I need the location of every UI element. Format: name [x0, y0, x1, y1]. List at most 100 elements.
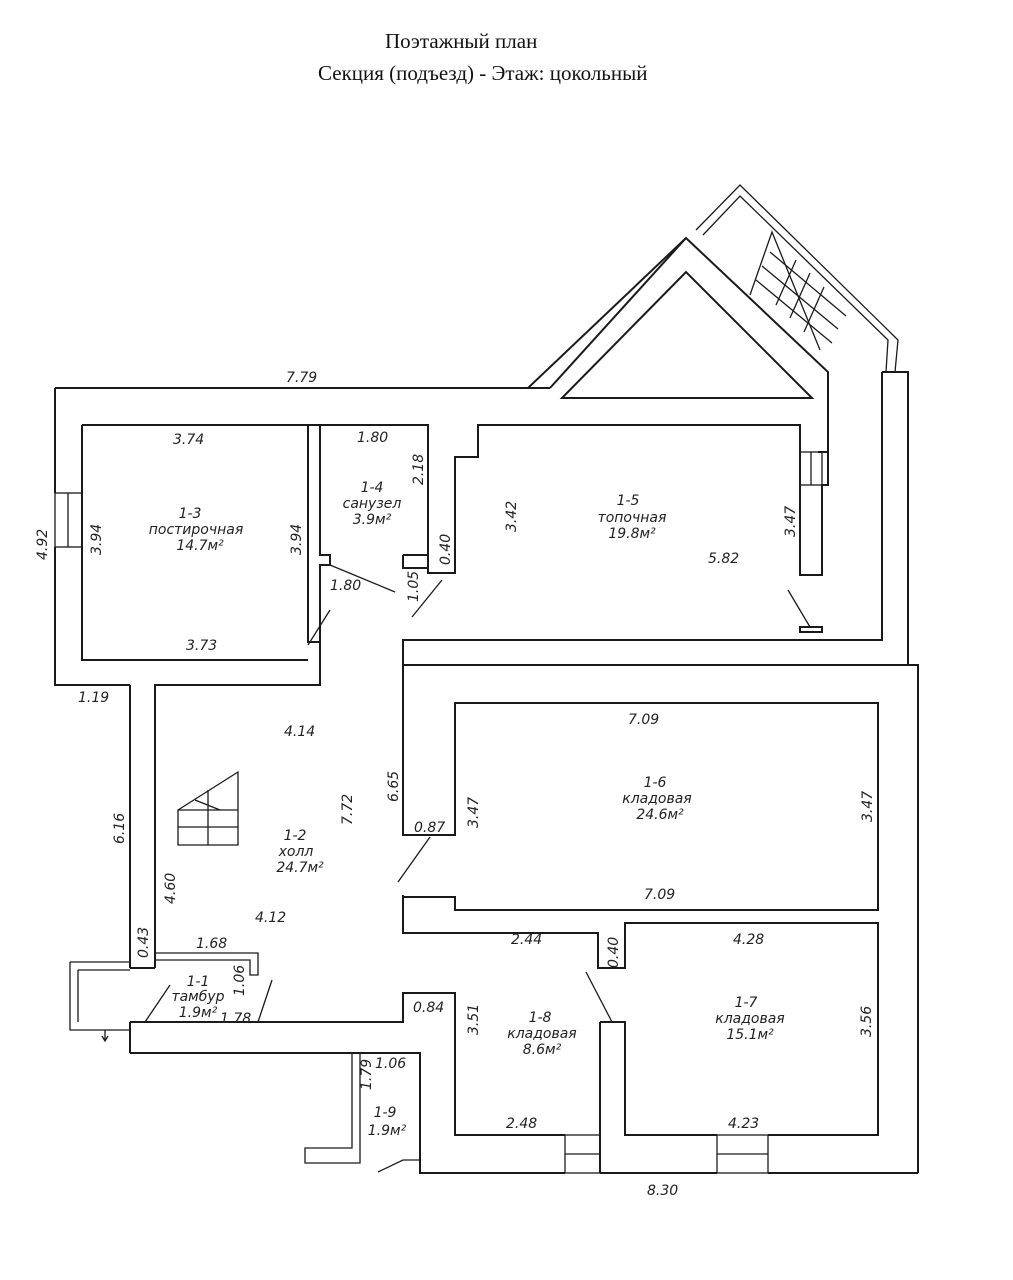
hall-stair-icon	[177, 770, 239, 846]
dim-4-60: 4.60	[163, 873, 179, 904]
dim-1-80-b: 1.80	[330, 578, 361, 594]
outer-wall-north-west	[54, 236, 829, 686]
svg-text:24.7м²: 24.7м²	[276, 860, 324, 876]
dim-3-42: 3.42	[504, 501, 520, 532]
window-1-5	[799, 451, 829, 576]
dim-4-14: 4.14	[284, 724, 315, 740]
svg-text:3.9м²: 3.9м²	[353, 512, 392, 528]
wall-1-4-door	[402, 555, 428, 569]
walls-1-8	[130, 992, 565, 1136]
svg-text:1-8: 1-8	[529, 1010, 552, 1026]
outer-wall-east	[882, 371, 919, 1173]
dim-1-06-a: 1.06	[232, 965, 248, 996]
dim-7-72: 7.72	[340, 794, 356, 825]
dim-1-68: 1.68	[196, 936, 227, 952]
partition-1-3-1-4	[307, 424, 331, 643]
room-1-7-label: 1-7 кладовая 15.1м²	[715, 995, 784, 1043]
dim-1-79: 1.79	[359, 1059, 375, 1090]
dim-3-94-a: 3.94	[89, 524, 105, 555]
room-1-6-label: 1-6 кладовая 24.6м²	[622, 775, 691, 823]
dim-5-82: 5.82	[708, 551, 739, 567]
wall-south-inner	[130, 1052, 565, 1174]
roof-edge	[549, 237, 687, 389]
dim-3-56: 3.56	[859, 1006, 875, 1037]
svg-text:холл: холл	[278, 844, 314, 860]
wall-1-5-south	[402, 372, 908, 666]
svg-text:постирочная: постирочная	[149, 522, 244, 538]
tambour-1-1	[69, 952, 273, 1043]
dim-4-92: 4.92	[35, 529, 51, 560]
dim-7-09-b: 7.09	[644, 887, 675, 903]
dim-3-47-c: 3.47	[860, 791, 876, 822]
svg-text:1.9м²: 1.9м²	[179, 1005, 218, 1021]
svg-text:15.1м²: 15.1м²	[726, 1027, 774, 1043]
dim-2-18: 2.18	[411, 454, 427, 485]
triangle-shaft	[559, 270, 815, 399]
svg-text:кладовая: кладовая	[715, 1011, 784, 1027]
dim-7-79: 7.79	[286, 370, 317, 386]
svg-text:тамбур: тамбур	[171, 989, 224, 1005]
svg-text:8.6м²: 8.6м²	[523, 1042, 562, 1058]
dim-1-05: 1.05	[406, 571, 422, 602]
svg-text:1-5: 1-5	[617, 493, 640, 509]
plan-title: Поэтажный план	[385, 29, 537, 53]
room-1-1-label: 1-1 тамбур 1.9м²	[171, 974, 224, 1021]
room-1-5-label: 1-5 топочная 19.8м²	[598, 493, 667, 542]
dim-7-09-a: 7.09	[628, 712, 659, 728]
svg-text:1-4: 1-4	[361, 480, 384, 496]
dim-6-16: 6.16	[112, 813, 128, 844]
dim-0-84: 0.84	[413, 1000, 444, 1016]
wall-1-4-step	[403, 554, 429, 573]
svg-text:1-7: 1-7	[735, 995, 758, 1011]
svg-text:1.9м²: 1.9м²	[368, 1123, 407, 1139]
dim-3-94-b: 3.94	[289, 524, 305, 555]
svg-text:19.8м²: 19.8м²	[608, 526, 656, 542]
window-1-7	[716, 1134, 769, 1174]
dim-6-65: 6.65	[386, 771, 402, 802]
dim-4-12: 4.12	[255, 910, 286, 926]
dim-8-30: 8.30	[647, 1183, 678, 1199]
dim-4-28: 4.28	[733, 932, 764, 948]
plan-subtitle: Секция (подъезд) - Этаж: цокольный	[318, 61, 647, 85]
dim-3-51: 3.51	[466, 1004, 482, 1035]
dim-2-44: 2.44	[511, 932, 542, 948]
dim-3-47-b: 3.47	[466, 797, 482, 828]
wall-1-7-west	[600, 1021, 717, 1136]
room-1-4-label: 1-4 санузел 3.9м²	[343, 480, 402, 528]
window-1-8	[564, 1134, 601, 1174]
stair-1-9	[304, 1053, 420, 1173]
dimension-labels: 7.79 4.92 3.74 3.94 3.94 1.80 2.18 1.80 …	[35, 370, 876, 1199]
room-1-2-label: 1-2 холл 24.7м²	[276, 828, 324, 876]
svg-text:1-6: 1-6	[644, 775, 667, 791]
walls-1-6	[402, 665, 879, 1136]
dim-4-23: 4.23	[728, 1116, 759, 1132]
svg-text:кладовая: кладовая	[507, 1026, 576, 1042]
dim-1-19: 1.19	[78, 690, 109, 706]
dim-0-43: 0.43	[136, 927, 152, 958]
svg-text:санузел: санузел	[343, 496, 402, 512]
dim-1-80-a: 1.80	[357, 430, 388, 446]
svg-text:топочная: топочная	[598, 510, 667, 526]
svg-text:14.7м²: 14.7м²	[176, 538, 224, 554]
svg-text:кладовая: кладовая	[622, 791, 691, 807]
dim-3-74: 3.74	[173, 432, 204, 448]
svg-text:1-2: 1-2	[284, 828, 307, 844]
external-stair	[695, 184, 899, 373]
svg-text:1-3: 1-3	[179, 506, 202, 522]
svg-text:24.6м²: 24.6м²	[636, 807, 684, 823]
dim-3-73: 3.73	[186, 638, 217, 654]
room-1-3-label: 1-3 постирочная 14.7м²	[149, 506, 244, 554]
dim-1-06-b: 1.06	[375, 1056, 406, 1072]
wall-hall-west	[154, 641, 321, 968]
window-left	[54, 492, 83, 548]
dim-3-47-a: 3.47	[783, 506, 799, 537]
dim-0-40-b: 0.40	[606, 937, 622, 968]
wall-1-4-1-5	[305, 424, 801, 574]
door-lines	[307, 564, 811, 1023]
dim-2-48: 2.48	[506, 1116, 537, 1132]
dim-1-78: 1.78	[220, 1011, 251, 1027]
room-1-8-label: 1-8 кладовая 8.6м²	[507, 1010, 576, 1058]
door-sill-1-5	[799, 626, 823, 633]
room-1-9-label: 1-9 1.9м²	[368, 1105, 407, 1139]
